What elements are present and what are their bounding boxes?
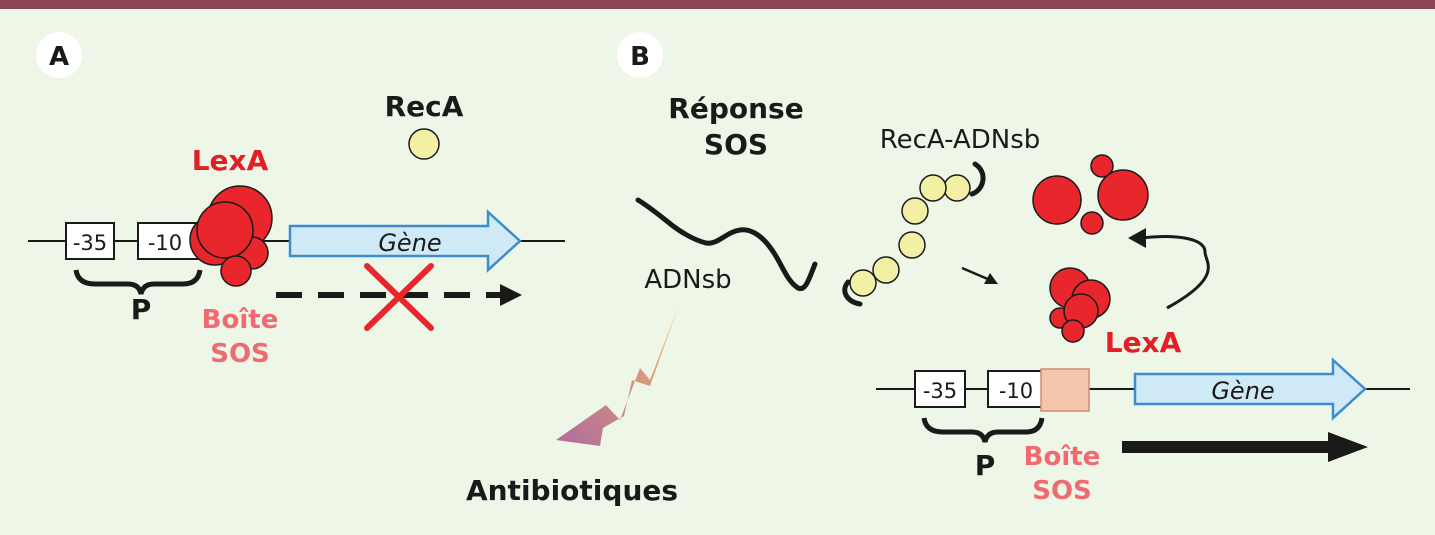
minus10-label-b: -10 — [999, 379, 1033, 403]
minus35-label-b: -35 — [923, 379, 957, 403]
minus35-box-b — [914, 370, 966, 408]
cleavage-arrowhead — [1128, 228, 1146, 248]
filament-tail-top — [969, 161, 986, 197]
minus10-label-a: -10 — [148, 231, 182, 255]
panel-a-badge — [36, 32, 82, 78]
sos-box-label-a-line1: Boîte — [202, 305, 279, 335]
top-bar — [0, 0, 1435, 9]
panel-b-badge — [617, 32, 663, 78]
gene-arrow-a — [288, 209, 522, 273]
sos-box-label-b-line1: Boîte — [1024, 442, 1101, 472]
antibiotics-label: Antibiotiques — [466, 474, 678, 507]
reca-ssdna-label: RecA-ADNsb — [880, 125, 1041, 155]
reca-filament — [849, 174, 971, 297]
promoter-label-a: P — [131, 293, 152, 326]
minus35-label-a: -35 — [73, 231, 107, 255]
reca-label-a: RecA — [385, 90, 464, 123]
sos-box-b — [1040, 368, 1090, 412]
gene-label-b: Gène — [1211, 377, 1274, 405]
lexa-fragments — [1032, 154, 1149, 235]
blocked-transcription-arrowhead — [500, 284, 522, 306]
promoter-brace-a — [73, 269, 203, 295]
panel-b-badge-label: B — [630, 42, 650, 72]
transcription-arrowhead — [1328, 432, 1368, 462]
sos-box-label-b-line2: SOS — [1032, 476, 1092, 506]
promoter-label-b: P — [975, 449, 996, 482]
cleavage-arrow — [1141, 235, 1210, 310]
panel-b: B Réponse SOS ADNsb Antibiotiques RecA-A… — [466, 32, 1410, 507]
lexa-label-a: LexA — [192, 144, 269, 177]
sos-box-label-a-line2: SOS — [210, 339, 270, 369]
sos-response-label-line1: Réponse — [668, 92, 803, 125]
cross-icon — [364, 263, 434, 331]
antibiotic-bolt-icon — [556, 305, 679, 446]
activation-arrow — [961, 266, 991, 282]
gene-label-a: Gène — [378, 229, 441, 257]
panel-a: A -35 -10 LexA Gène RecA — [28, 32, 565, 369]
lexa-cluster-b — [1049, 267, 1111, 343]
minus35-box-a — [65, 222, 115, 260]
promoter-brace-b — [921, 417, 1045, 443]
lexa-cluster-a — [189, 185, 273, 287]
filament-tail-bottom — [842, 279, 863, 307]
gene-arrow-b — [1133, 357, 1367, 421]
sos-response-label-line2: SOS — [704, 128, 768, 161]
reca-molecule-a — [408, 128, 440, 160]
ssdna-label: ADNsb — [644, 265, 731, 295]
panel-a-badge-label: A — [49, 42, 69, 72]
ssdna-strand — [635, 197, 818, 292]
activation-arrowhead — [984, 273, 998, 284]
lexa-label-b: LexA — [1105, 326, 1182, 359]
